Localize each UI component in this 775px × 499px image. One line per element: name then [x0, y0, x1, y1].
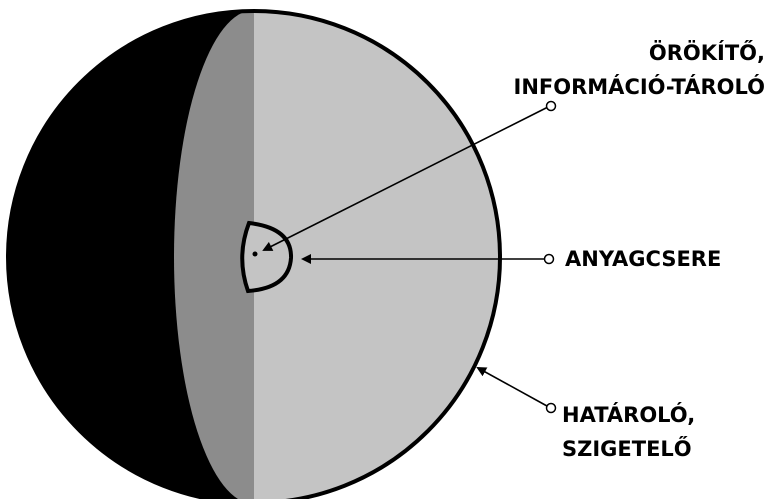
- boundary-label-line2: SZIGETELŐ: [562, 437, 692, 461]
- inner-cell: [240, 220, 294, 294]
- boundary-pointer-dot: [545, 402, 557, 414]
- nucleus-dot: [252, 251, 258, 257]
- genetic-pointer-line: [262, 106, 549, 251]
- sphere-outline: [6, 9, 502, 499]
- metabolism-label-text: ANYAGCSERE: [565, 247, 722, 271]
- boundary-label: HATÁROLÓ, SZIGETELŐ: [562, 398, 695, 466]
- genetic-label: ÖRÖKÍTŐ, INFORMÁCIÓ-TÁROLÓ: [514, 36, 765, 104]
- metabolism-pointer-dot: [543, 253, 555, 265]
- boundary-pointer-line: [476, 367, 548, 407]
- boundary-label-line1: HATÁROLÓ,: [562, 403, 696, 427]
- sphere-light-face: [254, 10, 501, 499]
- genetic-label-line1: ÖRÖKÍTŐ,: [648, 41, 765, 65]
- metabolism-label: ANYAGCSERE: [565, 242, 721, 276]
- genetic-label-line2: INFORMÁCIÓ-TÁROLÓ: [513, 75, 765, 99]
- genetic-pointer-dot: [545, 100, 557, 112]
